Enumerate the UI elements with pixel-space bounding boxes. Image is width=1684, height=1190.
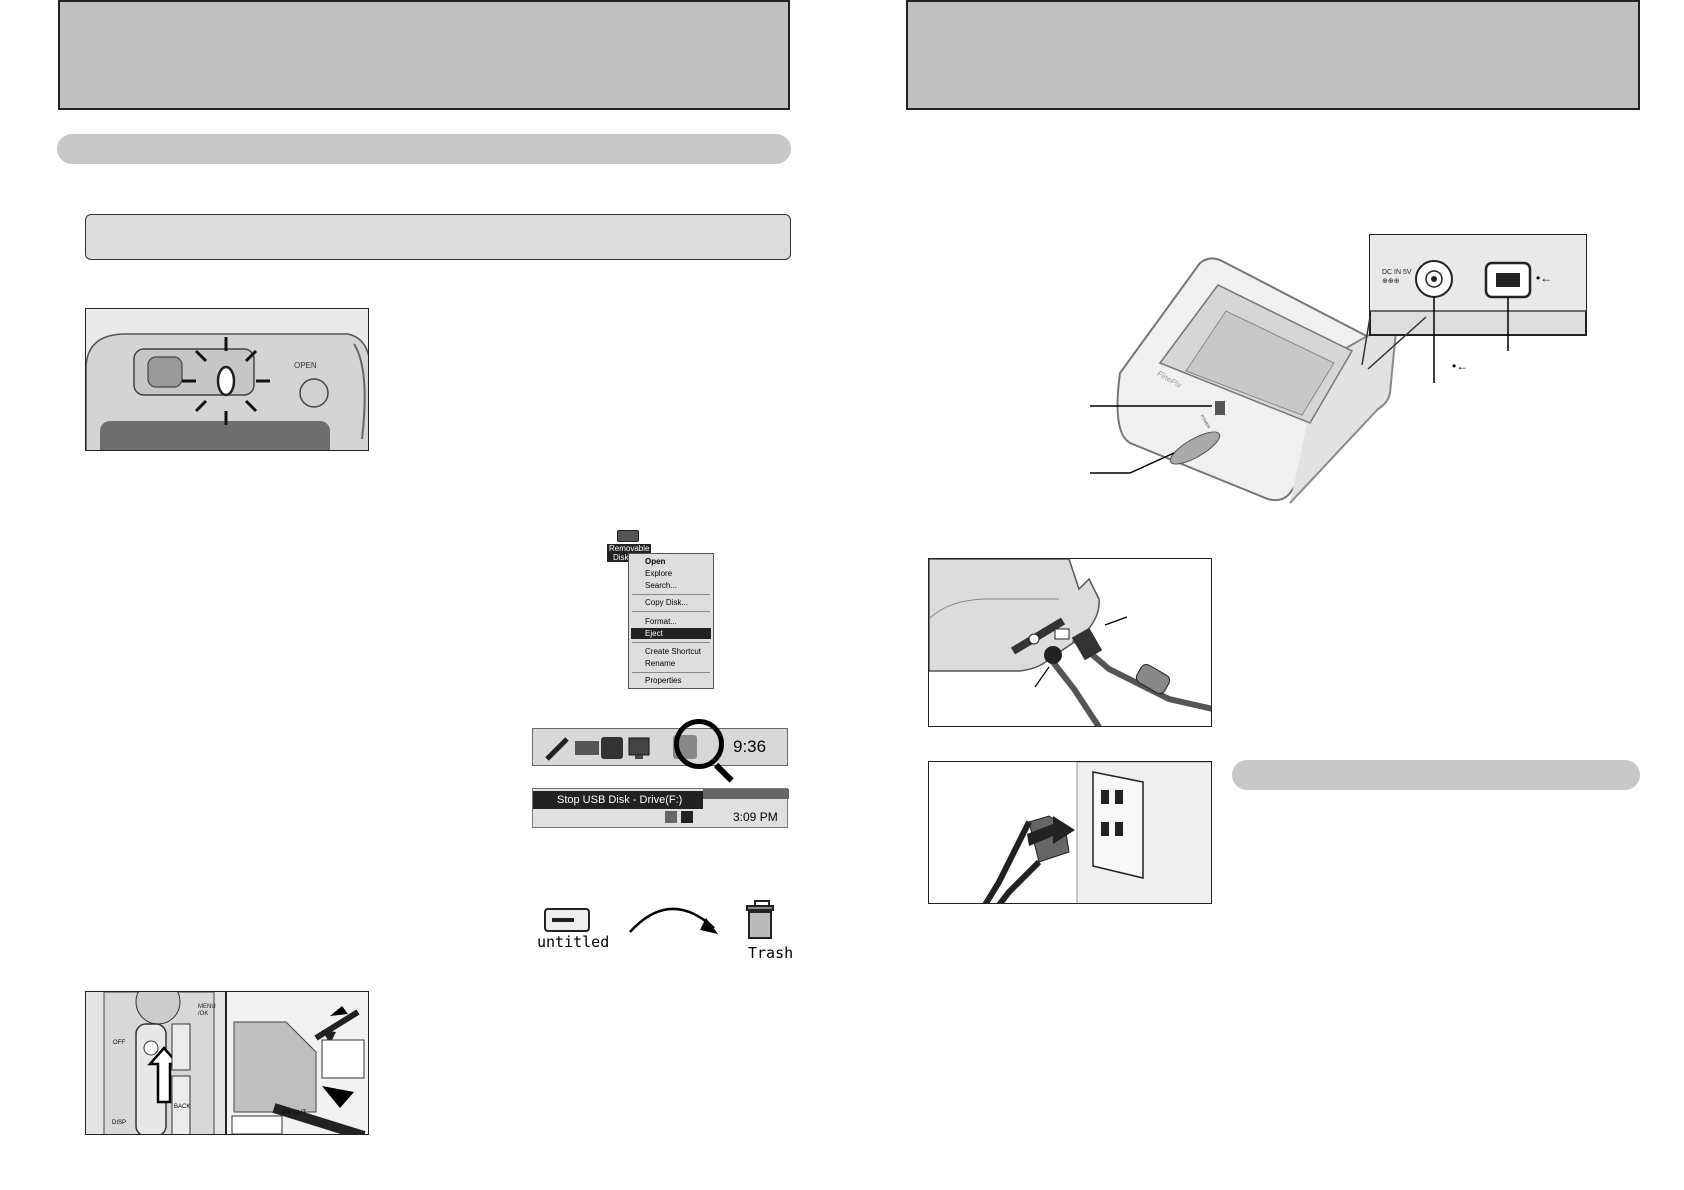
right-page-header-banner <box>906 0 1640 110</box>
menu-divider <box>632 594 710 595</box>
taskbar-tray-me: 9:36 <box>532 728 788 766</box>
card-reader-icon <box>601 737 623 759</box>
left-section-bar <box>57 134 791 164</box>
cradle-illustration: DC IN 5V ⊕⊕⊕ •← •← FinePix POWER <box>1080 233 1590 518</box>
back-label: BACK <box>174 1104 191 1110</box>
safely-remove-icon[interactable] <box>665 811 677 823</box>
open-label: OPEN <box>294 361 317 370</box>
stop-usb-tooltip[interactable]: Stop USB Disk - Drive(F:) <box>533 791 703 809</box>
menu-ok-label: MENU /OK <box>198 1004 216 1017</box>
menu-item-rename[interactable]: Rename <box>645 659 676 668</box>
menu-item-explore[interactable]: Explore <box>645 569 673 578</box>
xp-top-strip <box>703 789 789 799</box>
drag-arrow-icon <box>629 907 718 934</box>
tray-clock: 9:36 <box>733 737 767 756</box>
menu-item-properties[interactable]: Properties <box>645 676 682 685</box>
cradle-cable-illustration <box>928 558 1212 727</box>
menu-item-search[interactable]: Search... <box>645 581 678 590</box>
menu-divider <box>632 611 710 612</box>
left-subsection-box <box>85 214 791 260</box>
disp-label: DISP <box>112 1120 127 1126</box>
camera-indicator-lamp-illustration: OPEN <box>85 308 369 451</box>
drive-tray-icon <box>681 811 693 823</box>
mac-disk-label: untitled <box>537 933 610 951</box>
power-outlet-illustration <box>928 761 1212 904</box>
menu-item-eject-highlight <box>631 628 711 639</box>
menu-item-eject[interactable]: Eject <box>645 629 663 638</box>
off-label: OFF <box>113 1040 125 1046</box>
menu-item-format[interactable]: Format... <box>645 617 678 626</box>
monitor-icon <box>628 737 650 756</box>
usb-callout-symbol: •← <box>1452 359 1469 373</box>
trash-label: Trash <box>748 944 794 962</box>
windows-drive-icon <box>617 530 639 542</box>
menu-item-copy-disk[interactable]: Copy Disk... <box>645 598 689 607</box>
pen-icon <box>545 737 569 761</box>
dc-in-label: DC IN 5V ⊕⊕⊕ <box>1382 269 1412 285</box>
av-out-label: A/V OUT <box>282 1110 307 1116</box>
magnifier-icon <box>674 719 724 769</box>
menu-divider <box>632 642 710 643</box>
mac-disk-icon <box>544 908 590 932</box>
right-section-bar <box>1232 760 1640 790</box>
xp-tray-clock: 3:09 PM <box>733 810 778 824</box>
camera-disconnect-illustration: MENU /OK OFF BACK DISP A/V OUT <box>85 991 369 1135</box>
context-menu: Open Explore Search... Copy Disk... Form… <box>628 553 714 689</box>
left-page-header-banner <box>58 0 790 110</box>
usb-port-symbol: •← <box>1536 271 1553 285</box>
menu-divider <box>632 672 710 673</box>
menu-item-open[interactable]: Open <box>645 557 666 566</box>
network-icon <box>575 741 599 755</box>
taskbar-tray-xp: Stop USB Disk - Drive(F:) 3:09 PM <box>532 788 789 828</box>
trash-icon <box>746 900 774 940</box>
menu-item-create-shortcut[interactable]: Create Shortcut <box>645 647 702 656</box>
